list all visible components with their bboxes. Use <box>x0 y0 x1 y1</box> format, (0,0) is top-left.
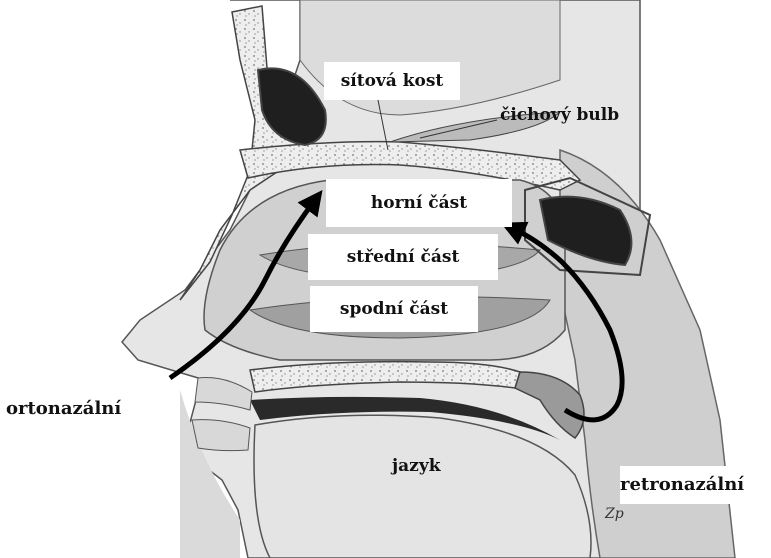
middle-part-label: střední část <box>347 249 460 266</box>
olfactory-bulb-label: čichový bulb <box>500 107 619 124</box>
ethmoid-bone-label-box: sítová kost <box>324 62 460 100</box>
retronasal-label-box: retronazální <box>620 466 768 504</box>
retronasal-label: retronazální <box>620 476 744 494</box>
lower-part-label: spodní část <box>340 301 448 318</box>
orthonasal-label: ortonazální <box>6 400 121 418</box>
orthonasal-label-box: ortonazální <box>6 390 142 428</box>
upper-part-label: horní část <box>371 195 467 212</box>
lower-part-label-box: spodní část <box>310 286 478 332</box>
tongue-label: jazyk <box>392 458 440 475</box>
upper-part-label-box: horní část <box>326 179 512 227</box>
middle-part-label-box: střední část <box>308 234 498 280</box>
artist-signature: Zp <box>605 506 624 522</box>
ethmoid-bone-label: sítová kost <box>341 73 444 90</box>
